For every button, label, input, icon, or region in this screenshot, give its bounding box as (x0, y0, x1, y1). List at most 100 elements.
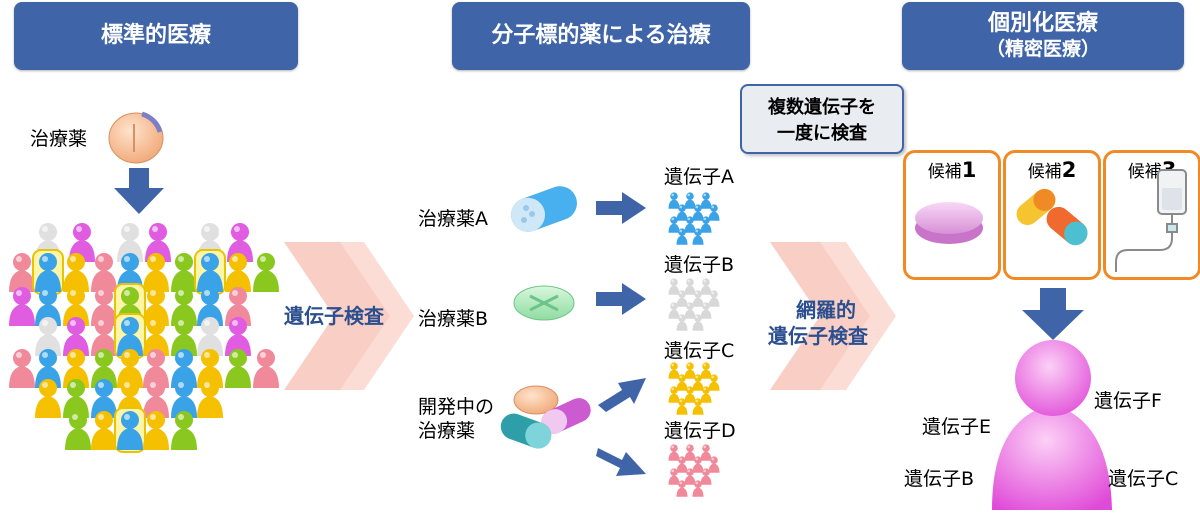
header-molecular-drugs-text: 分子標的薬による治療 (491, 22, 711, 48)
person-figure-icon (708, 456, 720, 473)
person-figure-icon (676, 374, 688, 391)
person-figure-icon (668, 278, 680, 295)
person-figure-icon (692, 456, 704, 473)
person-figure-icon (692, 228, 704, 245)
person-figure-icon (684, 302, 696, 319)
person-figure-icon (676, 290, 688, 307)
chevron-middle (770, 242, 896, 390)
candidate-2-capsules-icon (1016, 188, 1088, 246)
person-figure-icon (692, 398, 704, 415)
person-gene-e: 遺伝子E (922, 416, 992, 438)
person-figure-icon (143, 253, 169, 292)
person-figure-icon (700, 386, 712, 403)
gene-test-label: 遺伝子検査 (284, 304, 384, 328)
header-personalized-care: 個別化医療 （精密医療） (902, 2, 1184, 70)
drug-label: 治療薬 (30, 128, 88, 150)
person-figure-icon (114, 313, 146, 359)
person-figure-icon (676, 204, 688, 221)
candidate-2-number: 2 (1061, 158, 1077, 182)
person-figure-icon (668, 444, 680, 461)
crowd-people-group (9, 223, 279, 453)
tablet-icon (108, 111, 164, 164)
person-figure-icon (692, 290, 704, 307)
gene-c-label: 遺伝子C (664, 340, 735, 362)
person-figure-icon (32, 249, 64, 295)
person-figure-icon (708, 374, 720, 391)
person-figure-icon (700, 216, 712, 233)
comprehensive-test-line1: 網羅的 (796, 298, 856, 322)
candidate-3-iv-drip-icon (1115, 169, 1187, 272)
person-figure-icon (692, 314, 704, 331)
person-figure-icon (676, 314, 688, 331)
dev-drug-label-1: 開発中の (418, 396, 495, 418)
person-figure-icon (708, 204, 720, 221)
person-figure-icon (225, 349, 251, 388)
gene-a-people-group (668, 192, 720, 245)
person-figure-icon (91, 411, 117, 450)
person-figure-icon (668, 386, 680, 403)
capsule-blue-icon (511, 186, 577, 232)
gene-d-people-group (668, 444, 720, 497)
header-molecular-drugs: 分子標的薬による治療 (452, 2, 750, 70)
person-figure-icon (684, 362, 696, 379)
drug-b-label: 治療薬B (418, 308, 489, 330)
multi-gene-line1: 複数遺伝子を (768, 97, 876, 118)
person-figure-icon (143, 317, 169, 356)
header-standard-care: 標準的医療 (14, 2, 298, 70)
person-figure-icon (91, 379, 117, 418)
person-figure-icon (9, 349, 35, 388)
person-figure-icon (668, 362, 680, 379)
person-figure-icon (668, 302, 680, 319)
person-figure-icon (114, 407, 146, 453)
candidate-3-prefix: 候補 (1127, 162, 1162, 182)
person-figure-icon (700, 302, 712, 319)
down-arrow-icon (114, 168, 164, 214)
candidate-2-prefix: 候補 (1027, 162, 1062, 182)
chevron-left (284, 242, 414, 390)
person-figure-icon (684, 386, 696, 403)
arrow-to-gene-d (596, 448, 646, 476)
gene-d-label: 遺伝子D (664, 420, 736, 442)
person-figure-icon (171, 317, 197, 356)
person-figure-icon (708, 290, 720, 307)
person-figure-icon (9, 253, 35, 292)
arrow-to-gene-a (596, 192, 646, 224)
dev-drugs-icon (500, 385, 591, 449)
header-standard-care-text: 標準的医療 (100, 22, 211, 48)
person-figure-icon (197, 317, 223, 356)
person-figure-icon (668, 468, 680, 485)
person-figure-icon (9, 287, 35, 326)
gene-a-label: 遺伝子A (664, 166, 734, 188)
header-personalized-care-text: 個別化医療 (987, 11, 1098, 37)
person-figure-icon (668, 216, 680, 233)
header-personalized-care-sub: （精密医療） (985, 37, 1100, 60)
person-figure-icon (700, 444, 712, 461)
person-figure-icon (668, 192, 680, 209)
down-arrow-right-icon (1022, 288, 1084, 340)
person-figure-icon (65, 411, 91, 450)
gene-b-label: 遺伝子B (664, 254, 735, 276)
person-figure-icon (253, 349, 279, 388)
person-figure-icon (700, 278, 712, 295)
comprehensive-test-line2: 遺伝子検査 (768, 324, 868, 348)
gene-c-people-group (668, 362, 720, 415)
multi-gene-test-box: 複数遺伝子を 一度に検査 (740, 84, 904, 154)
drug-a-label: 治療薬A (418, 208, 488, 230)
person-figure-icon (171, 379, 197, 418)
person-figure-icon (225, 317, 251, 356)
person-figure-icon (171, 411, 197, 450)
person-figure-icon (684, 192, 696, 209)
person-figure-icon (700, 192, 712, 209)
person-figure-icon (197, 379, 223, 418)
person-figure-icon (63, 253, 89, 292)
dev-drug-label-2: 治療薬 (418, 420, 476, 442)
tablet-green-icon (513, 285, 575, 321)
person-figure-icon (35, 379, 61, 418)
person-figure-icon (676, 480, 688, 497)
arrow-to-gene-b (596, 283, 646, 315)
person-gene-f: 遺伝子F (1094, 390, 1162, 412)
person-figure-icon (692, 204, 704, 221)
person-figure-icon (684, 278, 696, 295)
candidate-1-number: 1 (961, 158, 977, 182)
